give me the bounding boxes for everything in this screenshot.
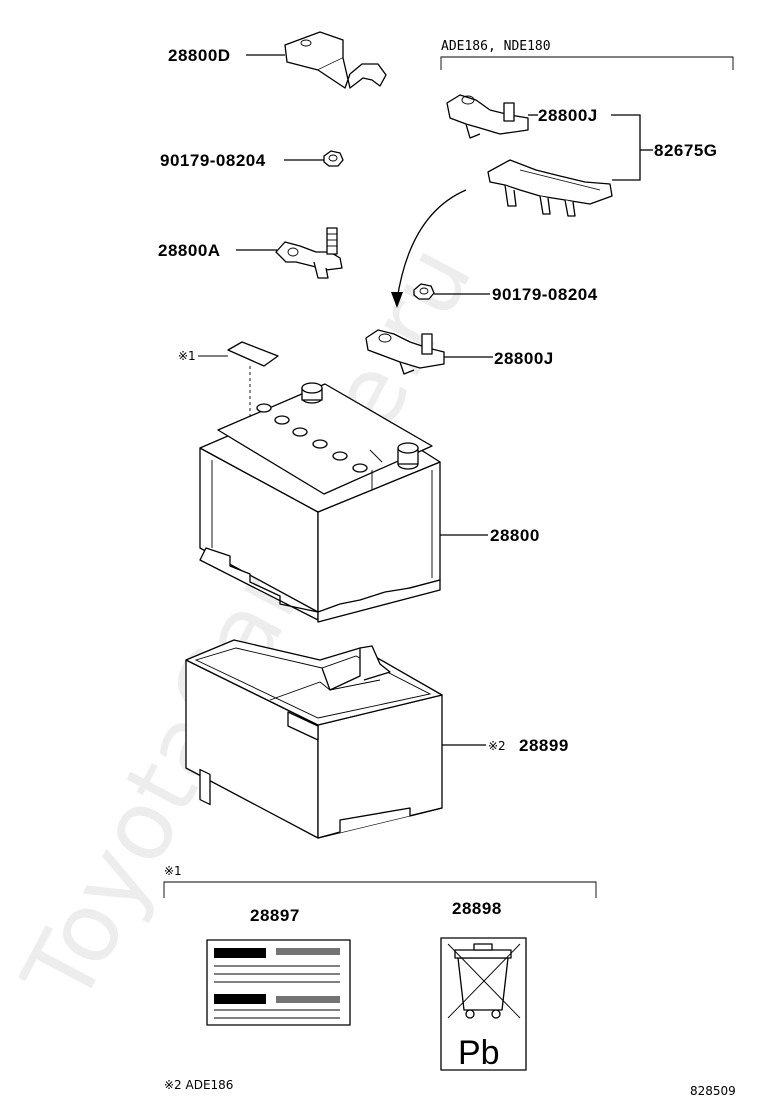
label-28800J-mid[interactable]: 28800J xyxy=(494,349,554,368)
mark-1-top: ※1 xyxy=(178,349,196,363)
group-bracket xyxy=(440,56,734,70)
section-mark-1: ※1 xyxy=(164,864,182,878)
label-82675G[interactable]: 82675G xyxy=(654,141,718,160)
nut-90179-mid[interactable] xyxy=(413,283,435,300)
label-90179-top[interactable]: 90179-08204 xyxy=(160,151,266,170)
label-28897[interactable]: 28897 xyxy=(250,906,300,925)
label-28800J-top[interactable]: 28800J xyxy=(538,106,598,125)
assembly-arrow xyxy=(396,189,467,301)
footnote: ※2 ADE186 xyxy=(164,1078,233,1092)
label-28800A[interactable]: 28800A xyxy=(158,241,221,260)
pb-symbol: Pb xyxy=(458,1034,500,1072)
terminal-28800A[interactable] xyxy=(275,227,343,279)
label-28800D[interactable]: 28800D xyxy=(168,46,231,65)
terminal-28800J-mid[interactable] xyxy=(365,329,445,375)
mark-2-tray: ※2 xyxy=(488,739,506,753)
battery-28800[interactable] xyxy=(199,382,441,623)
label-90179-mid[interactable]: 90179-08204 xyxy=(492,285,598,304)
bracket-82675G[interactable] xyxy=(487,159,613,217)
assembly-arrow-head xyxy=(391,292,403,308)
recycle-label-28898[interactable]: Pb xyxy=(440,937,527,1072)
label-28898[interactable]: 28898 xyxy=(452,899,502,918)
battery-tray-28899[interactable] xyxy=(185,639,443,839)
diagram-id: 828509 xyxy=(690,1084,736,1098)
nut-90179-top[interactable] xyxy=(323,150,344,167)
label-28899[interactable]: 28899 xyxy=(519,736,569,755)
label-sticker[interactable] xyxy=(227,341,279,367)
label-28800[interactable]: 28800 xyxy=(490,526,540,545)
section-bracket xyxy=(163,881,597,898)
caution-label-28897[interactable] xyxy=(206,939,351,1026)
terminal-28800J-top[interactable] xyxy=(446,94,529,139)
group-label: ADE186, NDE180 xyxy=(441,39,551,54)
bracket-line-82675G xyxy=(611,114,641,181)
terminal-cover-28800D[interactable] xyxy=(284,31,387,89)
